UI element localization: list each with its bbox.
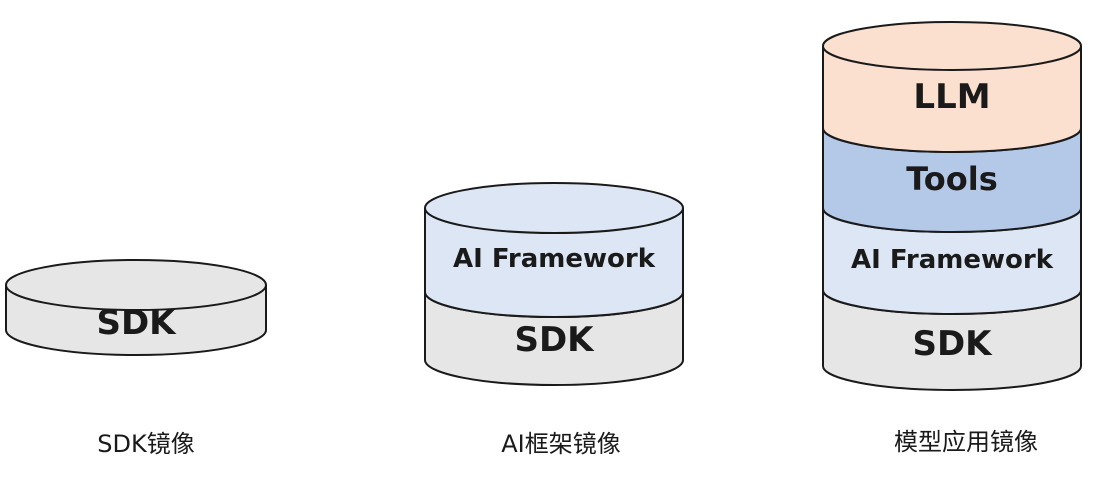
stack-caption: SDK镜像 [97, 430, 194, 458]
cylinder-body-llm [822, 46, 1082, 153]
layer-label-sdk: SDK [96, 303, 177, 343]
cylinder-top [424, 182, 684, 234]
layer-label-sdk: SDK [514, 320, 595, 360]
layer-label-ai-framework: AI Framework [851, 245, 1054, 275]
stack-caption: 模型应用镜像 [894, 428, 1038, 456]
cylinder-top [822, 21, 1082, 71]
stack-sdk-image: SDK SDK镜像 [5, 259, 267, 458]
layer-label-llm: LLM [913, 77, 990, 117]
stack-ai-framework-image: AI Framework SDK AI框架镜像 [424, 182, 684, 458]
cylinder-top [5, 259, 267, 311]
layer-label-sdk: SDK [912, 324, 993, 364]
stack-caption: AI框架镜像 [501, 430, 621, 458]
stack-model-application-image: LLM Tools AI Framework SDK 模型应用镜像 [822, 21, 1082, 456]
layer-label-ai-framework: AI Framework [453, 244, 656, 274]
layer-label-tools: Tools [906, 160, 998, 198]
cylinder-body-ai-framework [424, 208, 684, 318]
